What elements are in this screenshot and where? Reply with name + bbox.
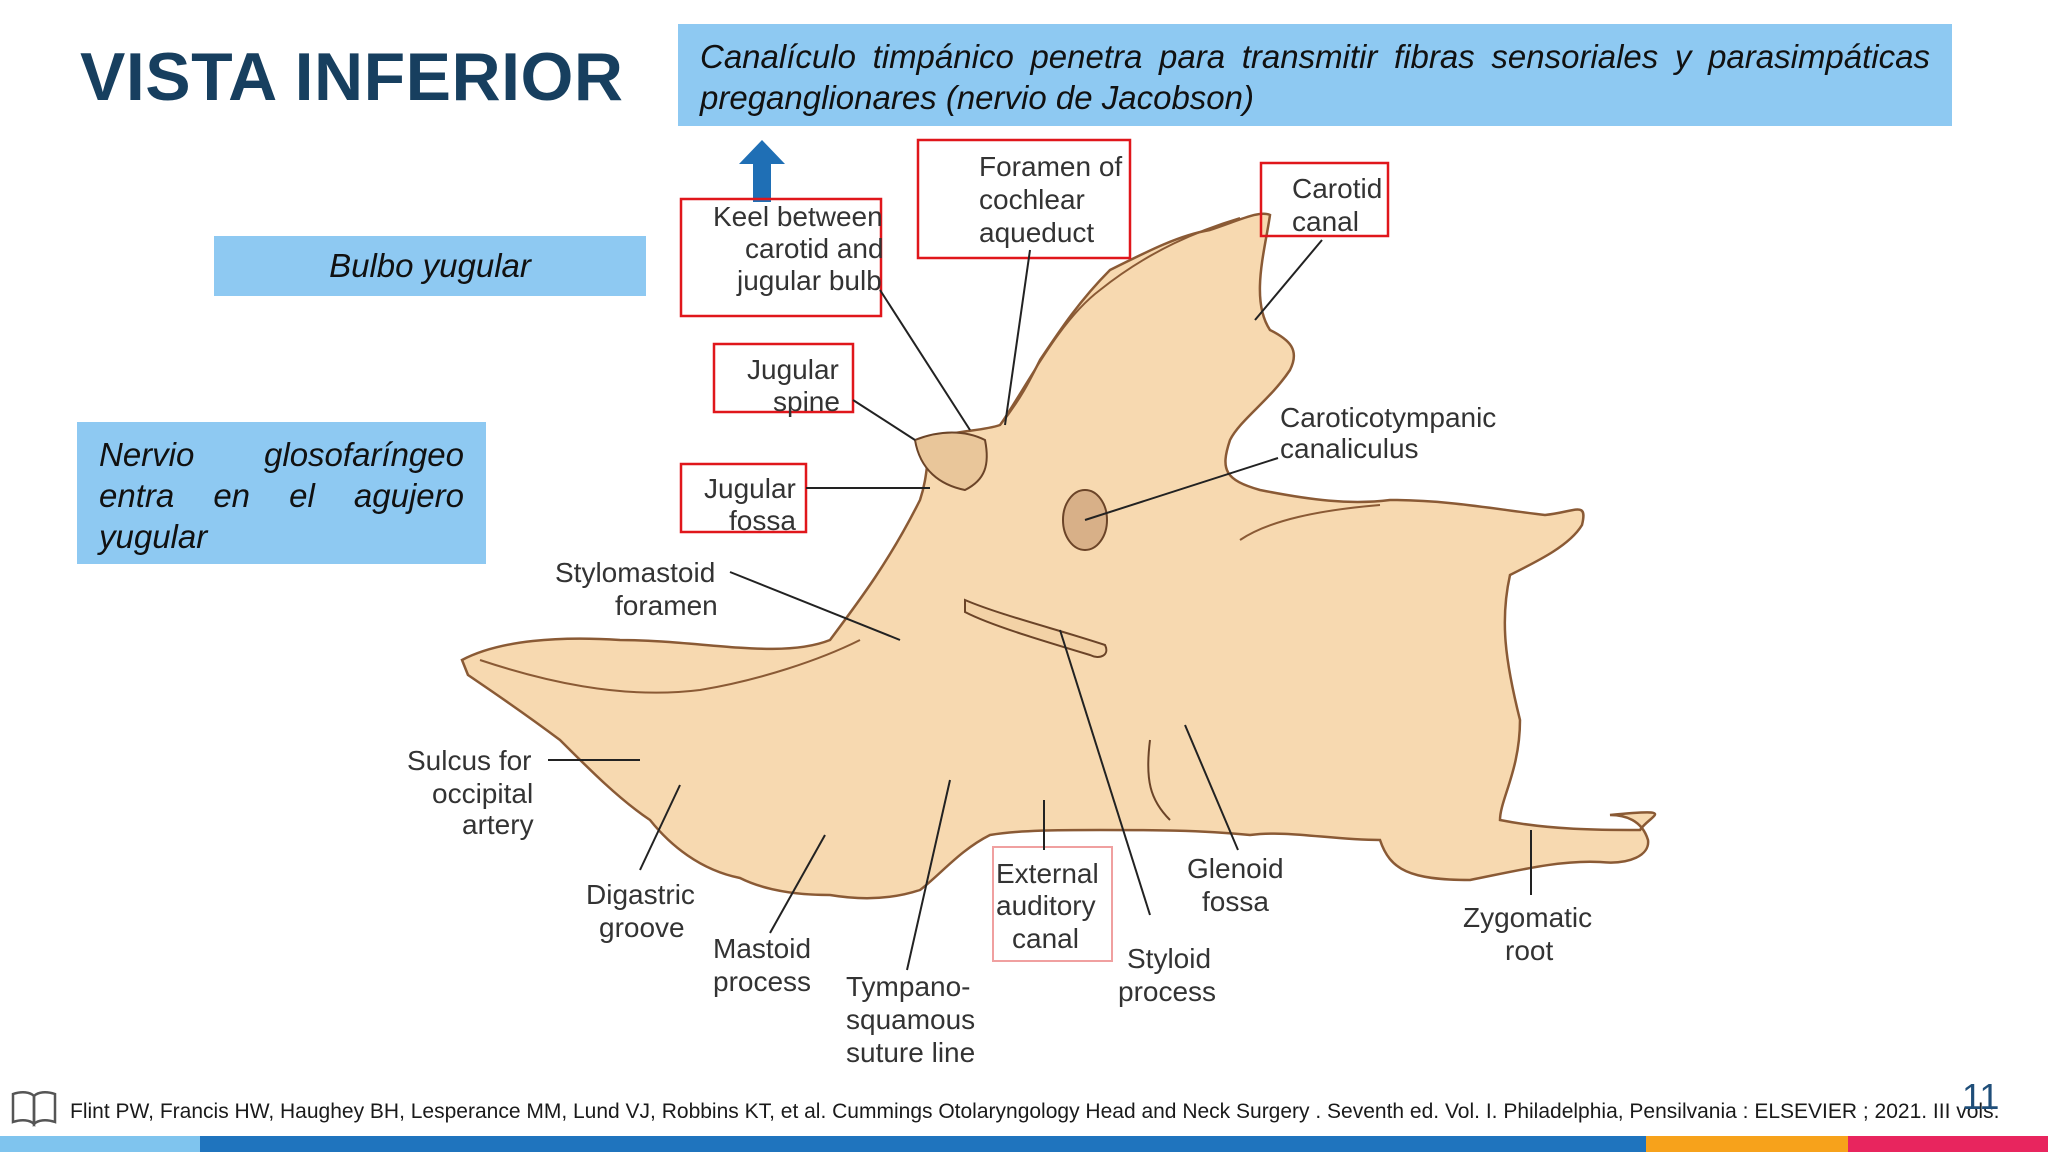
label-tympanosquamous-suture: Tympano- squamous suture line — [846, 971, 983, 1068]
glossopharyngeal-note: Nervio glosofaríngeo entra en el agujero… — [77, 422, 486, 564]
slide-title: VISTA INFERIOR — [80, 39, 624, 115]
temporal-bone-illustration — [460, 212, 1657, 900]
jugular-fossa-shape — [913, 431, 988, 492]
label-external-auditory-canal: External auditory canal — [996, 858, 1107, 954]
leader-lines — [548, 239, 1532, 971]
glenoid-contour — [1147, 739, 1171, 821]
label-glenoid-fossa: Glenoid fossa — [1187, 853, 1291, 917]
jugular-bulb-note: Bulbo yugular — [214, 236, 646, 296]
eac-highlight-box — [992, 846, 1113, 962]
mastoid-groove-line — [479, 639, 861, 694]
citation: Flint PW, Francis HW, Haughey BH, Lesper… — [70, 1100, 2000, 1123]
label-sulcus-occipital-artery: Sulcus for occipital artery — [407, 745, 541, 840]
jacobson-nerve-note: Canalículo timpánico penetra para transm… — [678, 24, 1952, 126]
keel-highlight-box — [679, 197, 883, 318]
footer-bar-orange — [1646, 1136, 1848, 1152]
styloid-shape — [964, 598, 1108, 658]
footer-bar-light-blue — [0, 1136, 200, 1152]
squamous-contour — [1239, 504, 1381, 541]
arrow-up-icon — [739, 140, 785, 202]
footer-bar-blue — [200, 1136, 1646, 1152]
label-foramen-cochlear-aqueduct: Foramen of cochlear aqueduct — [979, 151, 1130, 248]
label-carotid-canal: Carotid canal — [1292, 173, 1390, 237]
label-jugular-spine: Jugular spine — [747, 354, 847, 417]
page-number: 11 — [1962, 1076, 2000, 1117]
book-icon — [11, 1091, 57, 1128]
jugular-spine-highlight-box — [712, 342, 855, 414]
bone-body — [460, 212, 1657, 900]
foramen-highlight-box — [916, 138, 1132, 260]
label-stylomastoid-foramen: Stylomastoid foramen — [555, 557, 723, 621]
label-caroticotympanic: Caroticotympanic canaliculus — [1280, 402, 1504, 464]
label-styloid-process: Styloid process — [1118, 943, 1219, 1007]
label-keel: Keel between carotid and jugular bulb — [713, 201, 891, 296]
petrous-ridge — [999, 217, 1241, 426]
label-jugular-fossa: Jugular fossa — [704, 473, 804, 536]
label-zygomatic-root: Zygomatic root — [1463, 902, 1600, 966]
footer-bar-pink — [1848, 1136, 2048, 1152]
carotid-highlight-box — [1259, 161, 1390, 238]
label-digastric-groove: Digastric groove — [586, 879, 703, 943]
label-mastoid-process: Mastoid process — [713, 933, 819, 997]
jugular-fossa-highlight-box — [679, 462, 808, 534]
